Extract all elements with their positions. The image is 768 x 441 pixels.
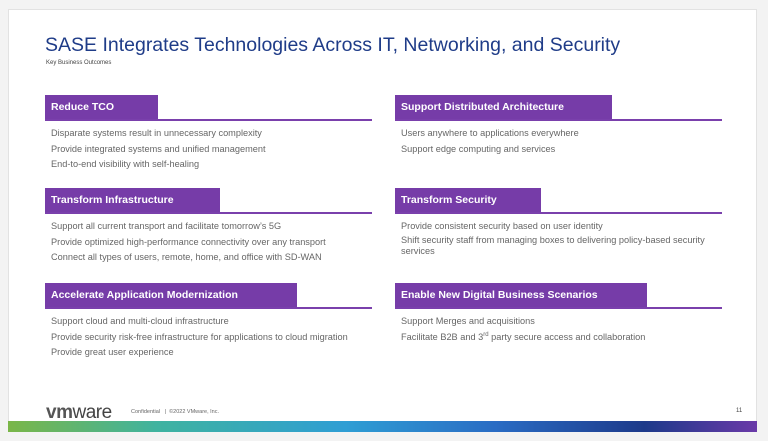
section-heading: Support Distributed Architecture [395,95,612,119]
section-digital-business: Enable New Digital Business Scenarios Su… [395,283,722,345]
section-heading: Reduce TCO [45,95,158,119]
section-distributed-architecture: Support Distributed Architecture Users a… [395,95,722,157]
list-item: Support edge computing and services [401,143,556,154]
section-transform-security: Transform Security Provide consistent se… [395,188,722,257]
footer-gradient-bar [8,421,757,432]
section-heading: Transform Infrastructure [45,188,220,212]
list-item: Provide security risk-free infrastructur… [51,331,348,342]
item-text: Facilitate B2B and 3 [401,331,484,342]
list-item: Facilitate B2B and 3rd party secure acce… [401,330,722,346]
logo-part: ware [72,402,112,423]
list-item: Provide great user experience [51,347,174,358]
page-subtitle: Key Business Outcomes [46,60,112,66]
list-item: Provide optimized high-performance conne… [51,236,326,247]
list-item: Provide consistent security based on use… [401,221,603,231]
item-text: party secure access and collaboration [488,331,646,342]
section-heading: Enable New Digital Business Scenarios [395,283,647,307]
list-item: Provide integrated systems and unified m… [51,143,266,154]
vmware-logo: vmware [46,402,112,424]
superscript: rd [483,331,489,338]
list-item: Connect all types of users, remote, home… [51,252,322,263]
page-title: SASE Integrates Technologies Across IT, … [45,34,621,56]
logo-part: vm [46,402,73,423]
section-reduce-tco: Reduce TCO Disparate systems result in u… [45,95,372,173]
page-number: 11 [736,408,743,414]
list-item: Shift security staff from managing boxes… [401,234,705,245]
list-item: services [401,245,435,256]
list-item: Users anywhere to applications everywher… [401,128,579,138]
list-item: End-to-end visibility with self-healing [51,159,200,170]
slide [8,9,757,432]
list-item: Support Merges and acquisitions [401,316,535,326]
footer-confidential: Confidential | ©2022 VMware, Inc. [131,409,220,415]
list-item: Support cloud and multi-cloud infrastruc… [51,316,229,326]
section-transform-infrastructure: Transform Infrastructure Support all cur… [45,188,372,266]
section-heading: Transform Security [395,188,541,212]
list-item: Disparate systems result in unnecessary … [51,128,262,138]
section-heading: Accelerate Application Modernization [45,283,297,307]
section-app-modernization: Accelerate Application Modernization Sup… [45,283,372,361]
list-item: Support all current transport and facili… [51,221,282,231]
